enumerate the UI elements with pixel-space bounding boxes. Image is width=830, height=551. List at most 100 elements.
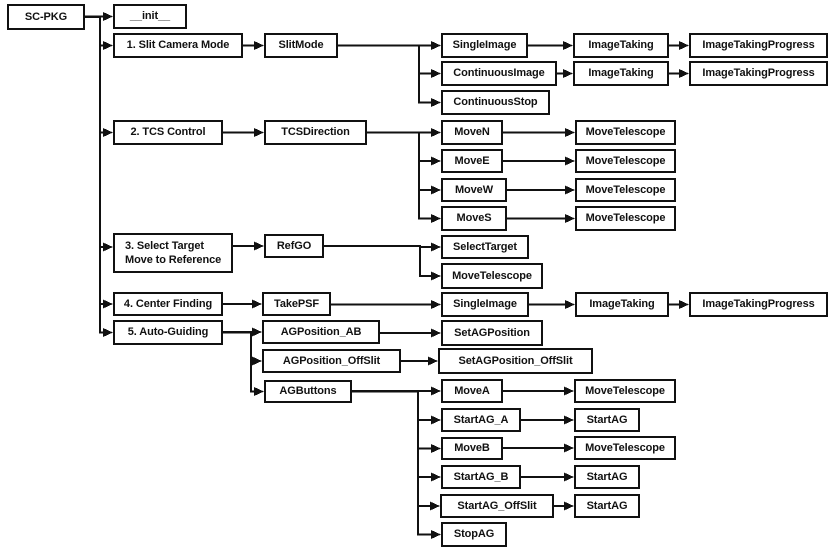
edge-ag_buttons-to-start_ag_a xyxy=(352,390,441,425)
node-movetelescope-e: MoveTelescope xyxy=(575,149,676,173)
arrowhead-icon xyxy=(431,271,441,281)
edge-auto_guiding-to-ag_position_offslit xyxy=(223,331,262,366)
arrowhead-icon xyxy=(428,356,438,366)
node-sc-pkg: SC-PKG xyxy=(7,4,85,30)
node-slitmode: SlitMode xyxy=(264,33,338,58)
edge-ag_position_offslit-to-set_ag_position_offslit xyxy=(401,356,438,366)
edge-start_ag_a-to-start_ag_1 xyxy=(521,415,574,425)
node-imagetaking-2: ImageTaking xyxy=(573,61,669,86)
node-imagetakingprogress-1: ImageTakingProgress xyxy=(689,33,828,58)
node-moven: MoveN xyxy=(441,120,503,145)
node-selecttarget: SelectTarget xyxy=(441,235,529,259)
arrowhead-icon xyxy=(254,241,264,251)
node-agposition-ab: AGPosition_AB xyxy=(262,320,380,344)
node-init: __init__ xyxy=(113,4,187,29)
node-movetelescope-s: MoveTelescope xyxy=(575,206,676,231)
node-setagposition-offslit: SetAGPosition_OffSlit xyxy=(438,348,593,374)
edge-single_image_2-to-image_taking_3 xyxy=(529,300,575,309)
node-movew: MoveW xyxy=(441,178,507,202)
edge-ag_buttons-to-start_ag_b xyxy=(352,390,441,482)
node-movetelescope-a: MoveTelescope xyxy=(574,379,676,403)
edge-tcs_control-to-tcs_direction xyxy=(223,128,264,137)
edge-continuous_image-to-image_taking_2 xyxy=(557,69,573,78)
arrowhead-icon xyxy=(679,300,689,309)
arrowhead-icon xyxy=(103,128,113,137)
node-stopag: StopAG xyxy=(441,522,507,547)
node-tcsdirection: TCSDirection xyxy=(264,120,367,145)
edge-ref_go-to-move_telescope_ref xyxy=(324,245,441,281)
arrowhead-icon xyxy=(431,128,441,137)
node-startag-2: StartAG xyxy=(574,465,640,489)
node-continuousstop: ContinuousStop xyxy=(441,90,550,115)
arrowhead-icon xyxy=(252,299,262,309)
edge-slit_camera_mode-to-slit_mode xyxy=(243,41,264,50)
node-movea: MoveA xyxy=(441,379,503,403)
edge-start_ag_offslit-to-start_ag_3 xyxy=(554,501,574,511)
arrowhead-icon xyxy=(565,214,575,223)
node-singleimage-1: SingleImage xyxy=(441,33,528,58)
arrowhead-icon xyxy=(431,242,441,252)
arrowhead-icon xyxy=(565,156,575,166)
edge-move_w-to-move_telescope_w xyxy=(507,185,575,195)
edge-move_n-to-move_telescope_n xyxy=(503,128,575,137)
edge-select_target_move-to-ref_go xyxy=(233,241,264,251)
edge-image_taking_3-to-image_taking_progress_3 xyxy=(669,300,689,309)
node-movetelescope-ref: MoveTelescope xyxy=(441,263,543,289)
node-auto-guiding: 5. Auto-Guiding xyxy=(113,320,223,345)
edge-root-to-auto_guiding xyxy=(85,16,113,337)
edge-ag_buttons-to-stop_ag xyxy=(352,390,441,539)
arrowhead-icon xyxy=(430,501,440,511)
arrowhead-icon xyxy=(564,386,574,396)
arrowhead-icon xyxy=(252,327,262,337)
arrowhead-icon xyxy=(103,328,113,337)
edge-slit_mode-to-continuous_stop xyxy=(338,44,441,107)
arrowhead-icon xyxy=(679,41,689,50)
edge-auto_guiding-to-ag_buttons xyxy=(223,331,264,396)
node-startag-1: StartAG xyxy=(574,408,640,432)
edge-image_taking_1-to-image_taking_progress_1 xyxy=(669,41,689,50)
node-agposition-offslit: AGPosition_OffSlit xyxy=(262,349,401,373)
edge-slit_mode-to-continuous_image xyxy=(338,44,441,78)
node-imagetaking-3: ImageTaking xyxy=(575,292,669,317)
edge-tcs_direction-to-move_s xyxy=(367,131,441,223)
edge-tcs_direction-to-move_w xyxy=(367,131,441,195)
edge-start_ag_b-to-start_ag_2 xyxy=(521,472,574,482)
arrowhead-icon xyxy=(431,156,441,166)
arrowhead-icon xyxy=(565,128,575,137)
edge-move_s-to-move_telescope_s xyxy=(507,214,575,223)
edge-take_psf-to-single_image_2 xyxy=(331,300,441,309)
node-startag-a: StartAG_A xyxy=(441,408,521,432)
arrowhead-icon xyxy=(431,69,441,78)
edge-ag_position_ab-to-set_ag_position xyxy=(380,328,441,338)
arrowhead-icon xyxy=(431,328,441,338)
node-startag-3: StartAG xyxy=(574,494,640,518)
node-tcs-control: 2. TCS Control xyxy=(113,120,223,145)
arrowhead-icon xyxy=(431,214,441,223)
edge-tcs_direction-to-move_e xyxy=(367,131,441,166)
node-startag-b: StartAG_B xyxy=(441,465,521,489)
arrowhead-icon xyxy=(254,387,264,396)
node-setagposition: SetAGPosition xyxy=(441,320,543,346)
arrowhead-icon xyxy=(431,415,441,425)
node-startag-offslit: StartAG_OffSlit xyxy=(440,494,554,518)
arrowhead-icon xyxy=(431,185,441,195)
arrowhead-icon xyxy=(563,69,573,78)
arrowhead-icon xyxy=(431,530,441,539)
edge-center_finding-to-take_psf xyxy=(223,299,262,309)
arrowhead-icon xyxy=(431,41,441,50)
arrowhead-icon xyxy=(564,415,574,425)
edge-move_b-to-move_telescope_b xyxy=(503,443,574,453)
node-takepsf: TakePSF xyxy=(262,292,331,316)
node-movee: MoveE xyxy=(441,149,503,173)
node-refgo: RefGO xyxy=(264,234,324,258)
edge-move_a-to-move_telescope_a xyxy=(503,386,574,396)
arrowhead-icon xyxy=(103,242,113,252)
node-center-finding: 4. Center Finding xyxy=(113,292,223,316)
node-agbuttons: AGButtons xyxy=(264,380,352,403)
node-moveb: MoveB xyxy=(441,437,503,460)
node-imagetakingprogress-3: ImageTakingProgress xyxy=(689,292,828,317)
arrowhead-icon xyxy=(431,444,441,453)
arrowhead-icon xyxy=(431,472,441,482)
